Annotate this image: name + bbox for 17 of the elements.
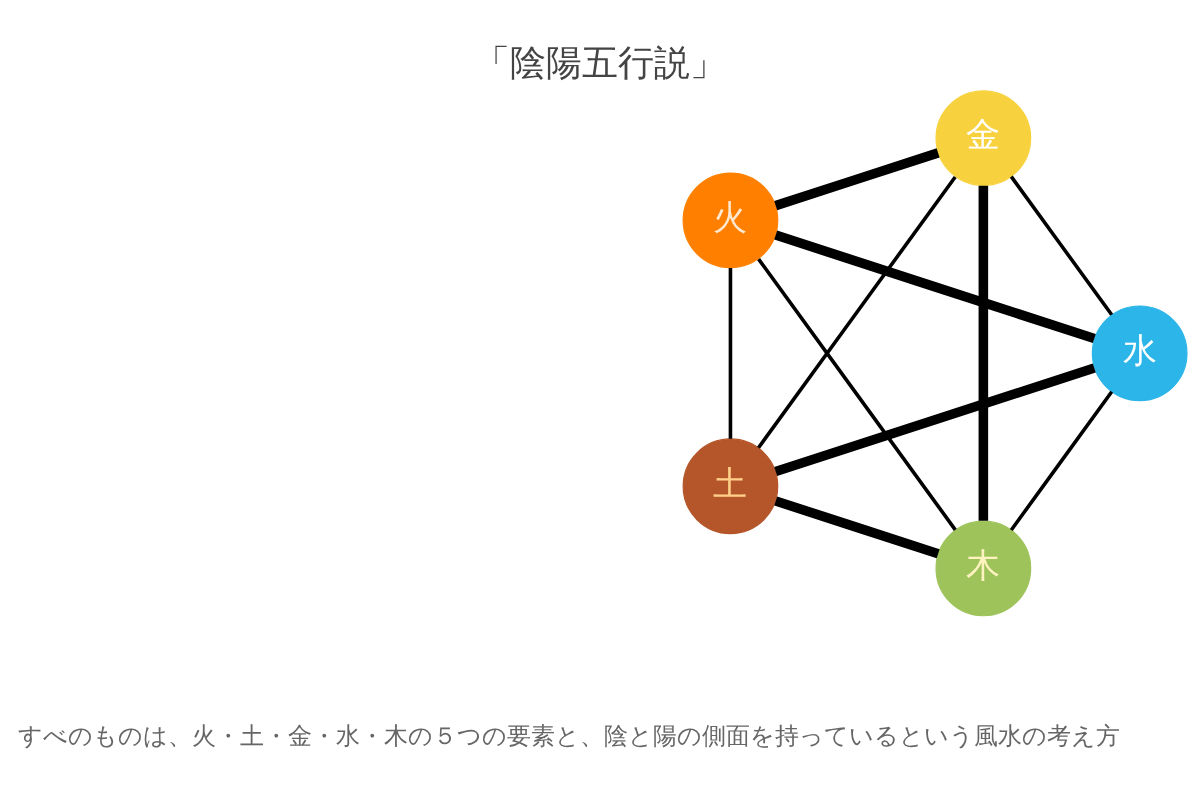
diagram-title: 「陰陽五行説」 — [474, 41, 726, 83]
connector — [774, 363, 1096, 476]
connector — [774, 230, 1096, 343]
node-circle: 金 — [935, 89, 1032, 186]
node-circle: 木 — [935, 520, 1032, 616]
connector — [757, 175, 957, 449]
connector — [774, 495, 940, 558]
connector — [774, 147, 940, 210]
connector — [978, 185, 989, 521]
label: すべのものは、火・土・金・水・木の５つの要素と、陰と陽の側面を持っているという風水の考え方 — [17, 721, 1120, 750]
connector — [728, 267, 733, 439]
connector — [757, 257, 957, 531]
node-circle: 火 — [682, 171, 779, 268]
connector — [1009, 390, 1114, 531]
node-circle: 土 — [682, 437, 779, 534]
connector — [1009, 175, 1114, 316]
node-circle: 水 — [1091, 304, 1188, 401]
